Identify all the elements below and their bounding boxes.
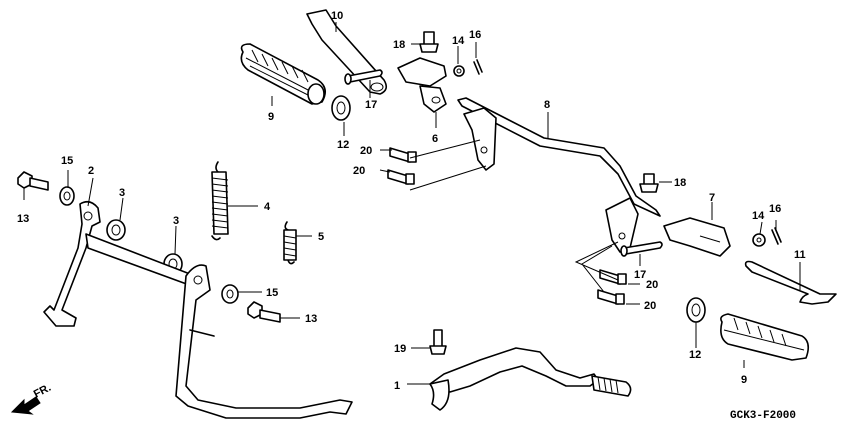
callout-6: 6 bbox=[432, 133, 438, 145]
part-12-washer-top bbox=[331, 95, 351, 121]
callout-4: 4 bbox=[264, 201, 271, 213]
part-1-pedal bbox=[429, 347, 632, 411]
part-20-bolts-upper bbox=[387, 147, 417, 185]
callout-1: 1 bbox=[394, 380, 400, 392]
part-8-step-bar bbox=[457, 97, 661, 253]
callout-15-lower: 15 bbox=[266, 287, 278, 299]
callout-20-a: 20 bbox=[360, 145, 372, 157]
front-label: FR. bbox=[32, 382, 53, 401]
callout-11: 11 bbox=[794, 249, 806, 261]
callout-17-lower: 17 bbox=[634, 269, 646, 281]
part-17-pin-lower bbox=[620, 241, 663, 257]
callout-5: 5 bbox=[318, 231, 324, 243]
callout-13-left: 13 bbox=[17, 213, 29, 225]
part-13-bolt-lower bbox=[247, 301, 281, 323]
part-3-collar-upper bbox=[106, 219, 126, 241]
part-12-washer-right bbox=[686, 297, 706, 323]
leader-lines bbox=[23, 22, 801, 385]
part-7-holder-right bbox=[663, 217, 731, 257]
part-18-bolt-right bbox=[639, 173, 659, 193]
callout-3-lower: 3 bbox=[173, 215, 179, 227]
callout-8: 8 bbox=[544, 99, 550, 111]
callout-20-d: 20 bbox=[644, 300, 656, 312]
callout-19: 19 bbox=[394, 343, 406, 355]
front-arrow-icon: FR. bbox=[10, 382, 53, 415]
callout-9-left: 9 bbox=[268, 111, 274, 123]
part-18-bolt-top bbox=[419, 31, 439, 53]
part-4-spring bbox=[211, 161, 229, 241]
part-14-nut-top bbox=[453, 65, 465, 77]
callout-10: 10 bbox=[331, 10, 343, 22]
part-16-cotter-right bbox=[771, 227, 782, 245]
part-16-cotter-top bbox=[473, 59, 483, 75]
callout-16-top: 16 bbox=[469, 29, 481, 41]
callout-18-right: 18 bbox=[674, 177, 686, 189]
part-20-bolts-lower bbox=[597, 269, 627, 305]
callout-14-top: 14 bbox=[452, 35, 465, 47]
callout-20-c: 20 bbox=[646, 279, 658, 291]
part-2-stand bbox=[43, 200, 353, 419]
callout-15-left: 15 bbox=[61, 155, 73, 167]
part-14-nut-right bbox=[752, 233, 766, 247]
part-13-bolt-left bbox=[17, 171, 49, 191]
callout-2: 2 bbox=[88, 165, 94, 177]
part-15-washer-left bbox=[59, 186, 75, 206]
part-5-spring bbox=[283, 221, 297, 265]
diagram-code: GCK3-F2000 bbox=[730, 410, 796, 422]
part-6-holder bbox=[397, 57, 447, 113]
part-15-washer-lower bbox=[221, 284, 239, 304]
callout-9-right: 9 bbox=[741, 374, 747, 386]
part-19-bolt bbox=[429, 329, 447, 355]
callout-17-top: 17 bbox=[365, 99, 377, 111]
callout-16-right: 16 bbox=[769, 203, 781, 215]
callout-7: 7 bbox=[709, 192, 715, 204]
callout-12-top: 12 bbox=[337, 139, 349, 151]
callout-13-lower: 13 bbox=[305, 313, 317, 325]
callout-12-right: 12 bbox=[689, 349, 701, 361]
part-11-arm bbox=[744, 260, 837, 305]
callout-14-right: 14 bbox=[752, 210, 765, 222]
callout-20-b: 20 bbox=[353, 165, 365, 177]
callout-18-top: 18 bbox=[393, 39, 405, 51]
part-9-footpeg-right bbox=[720, 313, 810, 361]
callout-3-upper: 3 bbox=[119, 187, 125, 199]
part-9-footpeg-left bbox=[240, 43, 326, 105]
part-17-pin-top bbox=[344, 69, 383, 85]
